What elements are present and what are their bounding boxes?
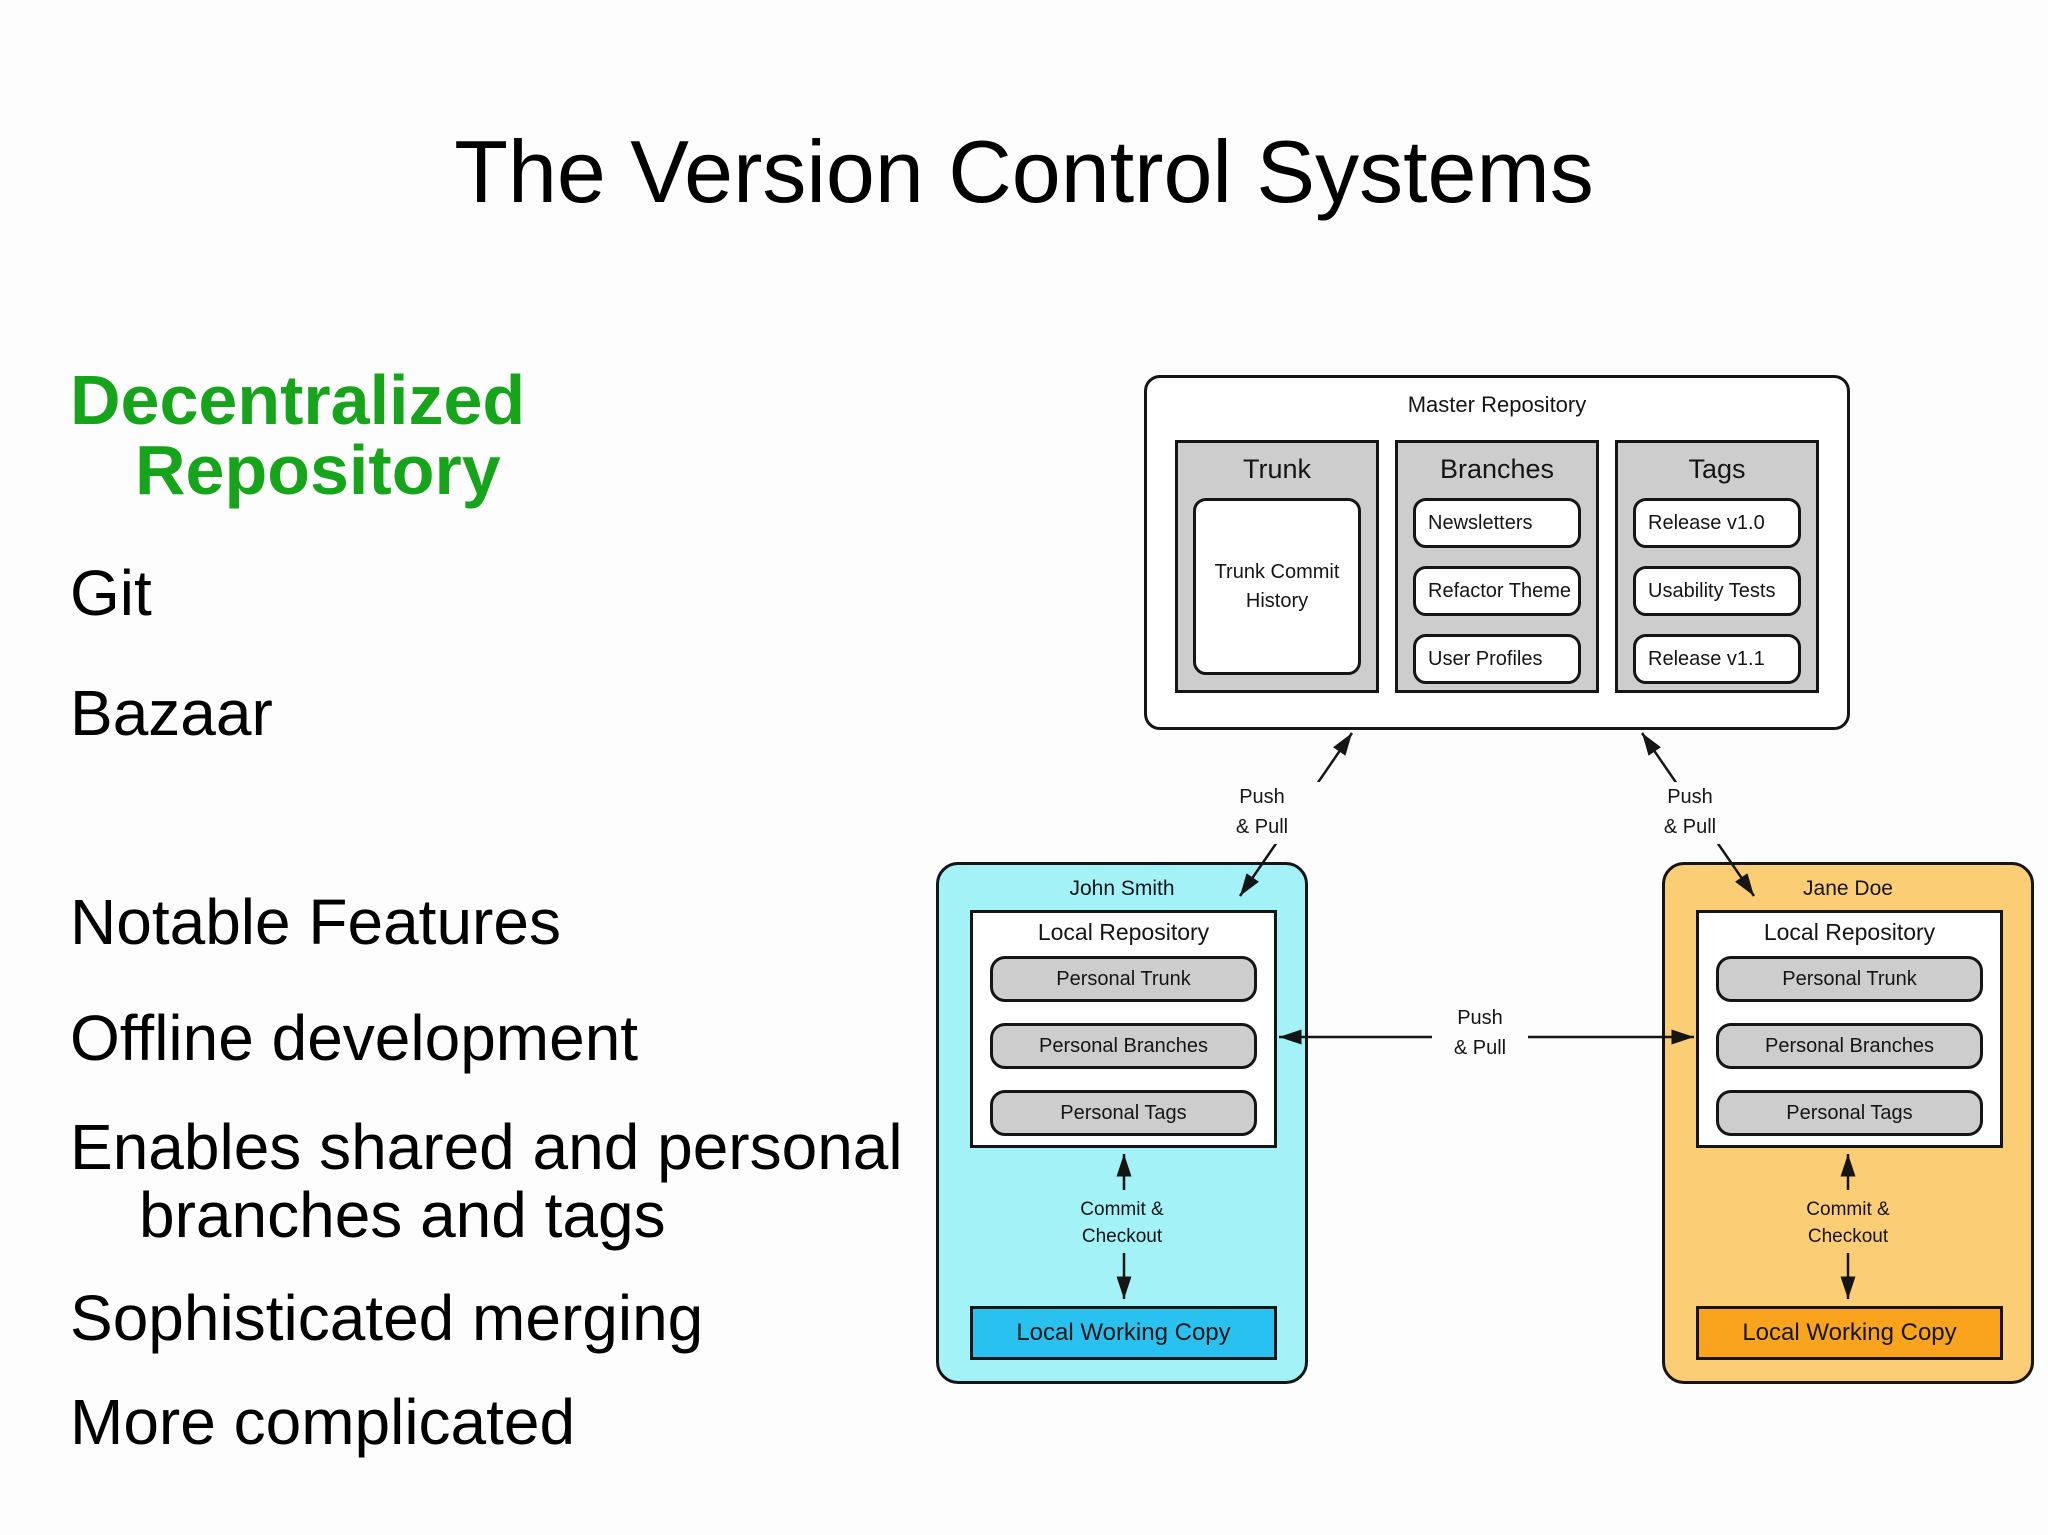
personal-trunk-box: Personal Trunk	[1716, 956, 1983, 1002]
jane-local-repository-title: Local Repository	[1763, 919, 1936, 945]
master-columns: Trunk Trunk Commit History Branches News…	[1175, 440, 1819, 693]
feature-shared-line-1: Enables shared and personal	[70, 1111, 903, 1183]
john-smith-owner-label: John Smith	[1069, 877, 1175, 900]
push-label: Push	[1239, 786, 1285, 808]
feature-merging: Sophisticated merging	[70, 1282, 704, 1354]
master-repository-title: Master Repository	[1407, 392, 1587, 417]
john-local-repository-title: Local Repository	[1037, 919, 1210, 945]
commit-label-line-1: Commit &	[1806, 1199, 1890, 1220]
push-pull-label-left: Push & Pull	[1202, 782, 1322, 844]
personal-trunk-box: Personal Trunk	[990, 956, 1257, 1002]
personal-branches-box: Personal Branches	[990, 1023, 1257, 1069]
commit-label-line-2: Checkout	[1081, 1226, 1163, 1247]
branch-item: User Profiles	[1413, 634, 1581, 684]
john-local-repository: Local Repository Personal Trunk Personal…	[970, 910, 1277, 1148]
john-commit-checkout-label: Commit & Checkout	[939, 1196, 1305, 1250]
pull-label: & Pull	[1235, 816, 1289, 838]
tag-item: Release v1.1	[1633, 634, 1801, 684]
heading-line-2: Repository	[135, 431, 501, 509]
push-label: Push	[1457, 1007, 1503, 1029]
tags-column-title: Tags	[1688, 454, 1746, 484]
branches-column-title: Branches	[1439, 454, 1555, 484]
john-smith-box: John Smith Local Repository Personal Tru…	[936, 862, 1308, 1384]
push-label: Push	[1667, 786, 1713, 808]
feature-shared-line-2: branches and tags	[139, 1179, 666, 1251]
tags-column: Tags Release v1.0 Usability Tests Releas…	[1615, 440, 1819, 693]
jane-local-repository: Local Repository Personal Trunk Personal…	[1696, 910, 2003, 1148]
personal-tags-box: Personal Tags	[990, 1090, 1257, 1136]
pull-label: & Pull	[1453, 1037, 1507, 1059]
master-repository-box: Master Repository Trunk Trunk Commit His…	[1144, 375, 1850, 730]
personal-branches-box: Personal Branches	[1716, 1023, 1983, 1069]
subheading-notable-features: Notable Features	[70, 886, 561, 958]
jane-commit-checkout-label: Commit & Checkout	[1665, 1196, 2031, 1250]
jane-doe-box: Jane Doe Local Repository Personal Trunk…	[1662, 862, 2034, 1384]
jane-local-working-copy: Local Working Copy	[1696, 1306, 2003, 1360]
push-pull-label-middle: Push & Pull	[1432, 1003, 1528, 1065]
feature-complicated: More complicated	[70, 1386, 576, 1458]
pull-label: & Pull	[1663, 816, 1717, 838]
push-pull-label-right: Push & Pull	[1630, 782, 1750, 844]
john-local-working-copy: Local Working Copy	[970, 1306, 1277, 1360]
feature-offline: Offline development	[70, 1002, 639, 1074]
commit-label-line-2: Checkout	[1807, 1226, 1889, 1247]
branch-item: Newsletters	[1413, 498, 1581, 548]
trunk-column-title: Trunk	[1242, 454, 1311, 484]
branch-item: Refactor Theme	[1413, 566, 1581, 616]
trunk-commit-history-box: Trunk Commit History	[1193, 498, 1361, 675]
commit-label-line-1: Commit &	[1080, 1199, 1164, 1220]
slide-title: The Version Control Systems	[454, 122, 1594, 221]
vcs-item-git: Git	[70, 557, 152, 629]
tag-item: Usability Tests	[1633, 566, 1801, 616]
tag-item: Release v1.0	[1633, 498, 1801, 548]
branches-column: Branches Newsletters Refactor Theme User…	[1395, 440, 1599, 693]
heading-line-1: Decentralized	[70, 361, 526, 439]
jane-doe-owner-label: Jane Doe	[1803, 877, 1893, 900]
personal-tags-box: Personal Tags	[1716, 1090, 1983, 1136]
trunk-column: Trunk Trunk Commit History	[1175, 440, 1379, 693]
vcs-item-bazaar: Bazaar	[70, 677, 273, 749]
